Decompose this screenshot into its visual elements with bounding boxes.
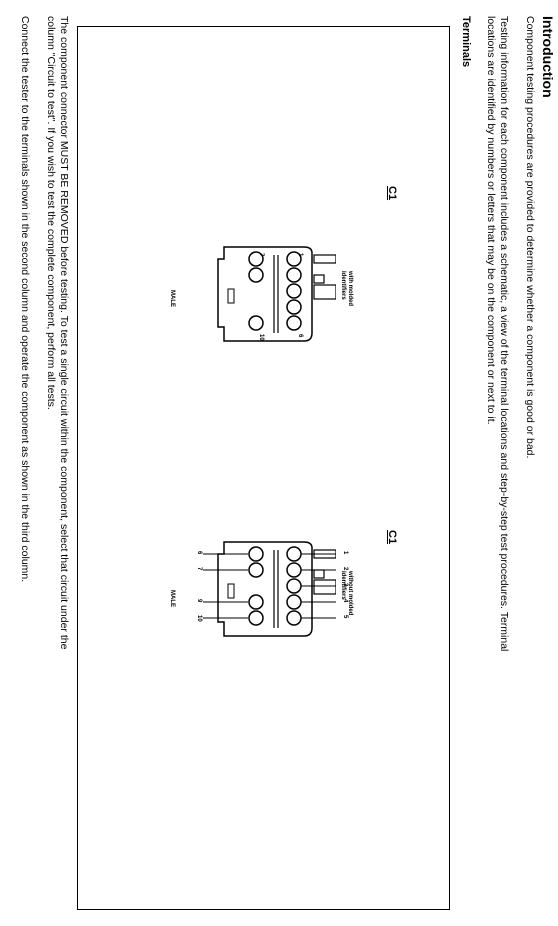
right-pin-6 [248,546,264,562]
left-connector-housing [217,246,313,342]
left-connector-diagram [217,246,336,342]
right-connector-name: C1 [386,530,398,545]
intro-paragraph-1: Component testing procedures are provide… [524,16,536,459]
left-connector-key [227,288,235,304]
right-label-bottom-3: 9 [196,599,202,603]
left-pin-4 [286,299,302,315]
right-label-bottom-1: 6 [196,551,202,555]
footer-paragraph-1-line-1: The component connector MUST BE REMOVED … [58,16,70,650]
right-latch-tab-2 [313,579,336,595]
right-label-top-4: 4 [342,599,348,603]
right-connector-gender: MALE [169,590,175,607]
left-pin-9 [248,315,264,331]
right-label-top-3: 3 [342,583,348,587]
left-label-bottom-end: 10 [258,334,264,341]
left-pin-1 [286,251,302,267]
left-pin-7 [248,251,264,267]
page-title: Introduction [540,16,556,98]
left-latch-tab-1 [313,254,336,264]
right-pin-2 [286,562,302,578]
intro-paragraph-2-line-2: locations are identified by numbers or l… [485,16,497,425]
left-connector-caption-2: identifiers [340,271,346,300]
right-pin-9 [248,594,264,610]
left-pin-3 [286,283,302,299]
right-connector-bottom-leaders [203,553,248,619]
section-title: Terminals [460,16,472,68]
left-latch-tab-2 [313,284,336,300]
right-label-top-5: 5 [342,615,348,619]
right-label-top-1: 1 [342,551,348,555]
right-label-bottom-2: 7 [196,567,202,571]
terminals-figure-frame [77,26,450,910]
right-connector-diagram [217,541,336,637]
left-pin-2 [286,267,302,283]
intro-paragraph-2-line-1: Testing information for each component i… [498,16,510,652]
right-pin-1 [286,546,302,562]
left-connector-name: C1 [386,186,398,201]
left-label-top-end: 6 [297,334,303,338]
right-connector-housing [217,541,313,637]
right-pin-5 [286,610,302,626]
right-label-bottom-4: 10 [196,615,202,622]
left-label-bottom-start: 7 [258,253,264,257]
left-connector-gender: MALE [169,290,175,307]
left-pin-5 [286,315,302,331]
left-latch-tab-3 [313,274,325,284]
left-pin-8 [248,267,264,283]
left-connector-caption-1: with molded [347,271,353,306]
right-connector-caption-1: without molded [347,571,353,616]
right-connector-key [227,583,235,599]
footer-paragraph-2: Connect the tester to the terminals show… [19,16,31,583]
right-pin-7 [248,562,264,578]
right-pin-4 [286,594,302,610]
right-pin-10 [248,610,264,626]
right-latch-tab-3 [313,569,325,579]
right-pin-3 [286,578,302,594]
footer-paragraph-1-line-2: column "Circuit to test". If you wish to… [45,16,57,410]
right-label-top-2: 2 [342,567,348,571]
left-label-top-start: 1 [297,253,303,257]
